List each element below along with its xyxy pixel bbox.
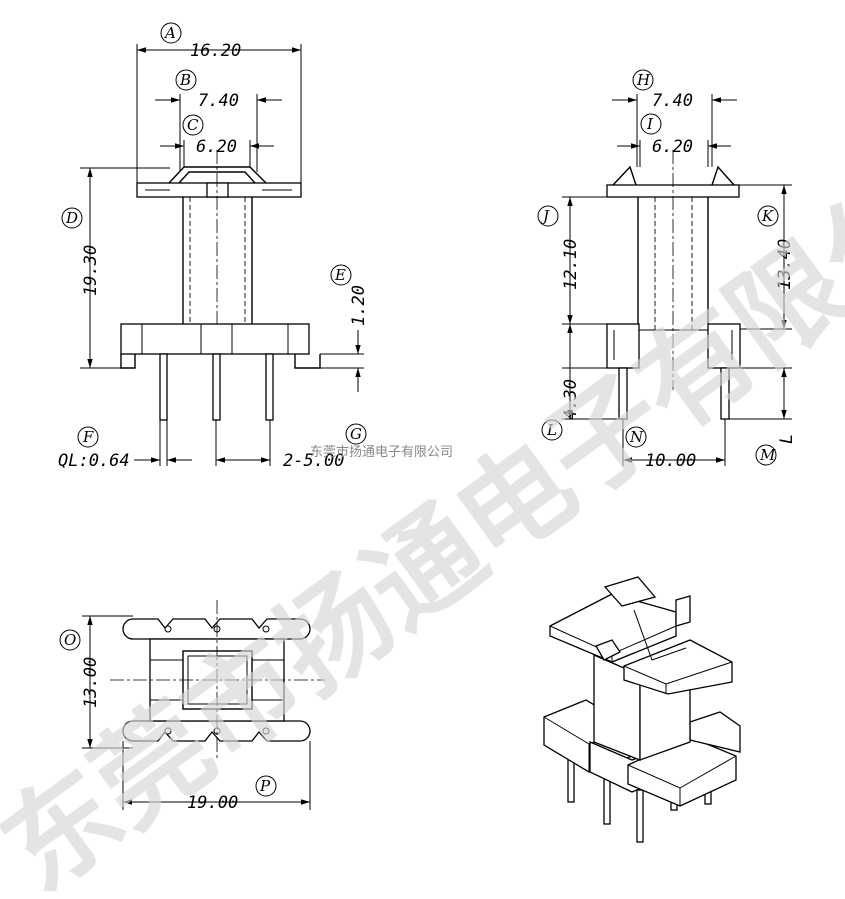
dim-o-value: 13.00 [81,657,101,708]
dim-e-value: 1.20 [349,285,369,326]
dim-d-value: 19.30 [81,245,101,296]
label-b: B [179,71,191,89]
top-view-dimensions: 13.00 O 19.00 P [59,615,311,813]
dim-p-value: 19.00 [187,793,238,813]
label-j: J [540,207,550,225]
front-view-dimensions: 16.20 A 7.40 B 6.20 C 19.30 D 1.20 E [58,22,369,471]
dim-f-value: QL:0.64 [58,451,130,471]
label-c: C [187,116,199,134]
label-h: H [636,71,651,89]
label-e: E [334,266,346,284]
label-k: K [761,207,774,225]
label-l: L [546,421,557,439]
dim-l-value: 4.30 [561,379,581,420]
side-view-dimensions: 7.40 H 6.20 I 12.10 J 13.40 K 4.30 L [537,69,797,471]
label-g: G [350,425,362,443]
label-m: M [759,446,776,464]
dim-a-value: 16.20 [190,41,241,61]
dim-i-value: 6.20 [652,137,693,157]
dim-g-value: 2-5.00 [283,451,344,471]
top-view [110,600,325,760]
label-d: D [65,209,78,227]
isometric-view [543,576,741,843]
label-a: A [163,24,176,42]
dim-h-value: 7.40 [652,91,693,111]
dim-b-value: 7.40 [198,91,239,111]
side-view [606,150,741,420]
dim-m-value: L [777,434,797,444]
dim-n-value: 10.00 [645,451,696,471]
label-i: I [646,115,654,133]
label-p: P [259,777,271,795]
label-n: N [629,428,644,446]
front-view [120,150,321,421]
dim-j-value: 12.10 [561,239,581,290]
dim-c-value: 6.20 [196,137,237,157]
label-o: O [64,631,76,649]
watermark-small: 东莞市扬通电子有限公司 [310,444,453,460]
label-f: F [82,428,94,446]
dim-k-value: 13.40 [775,239,795,290]
